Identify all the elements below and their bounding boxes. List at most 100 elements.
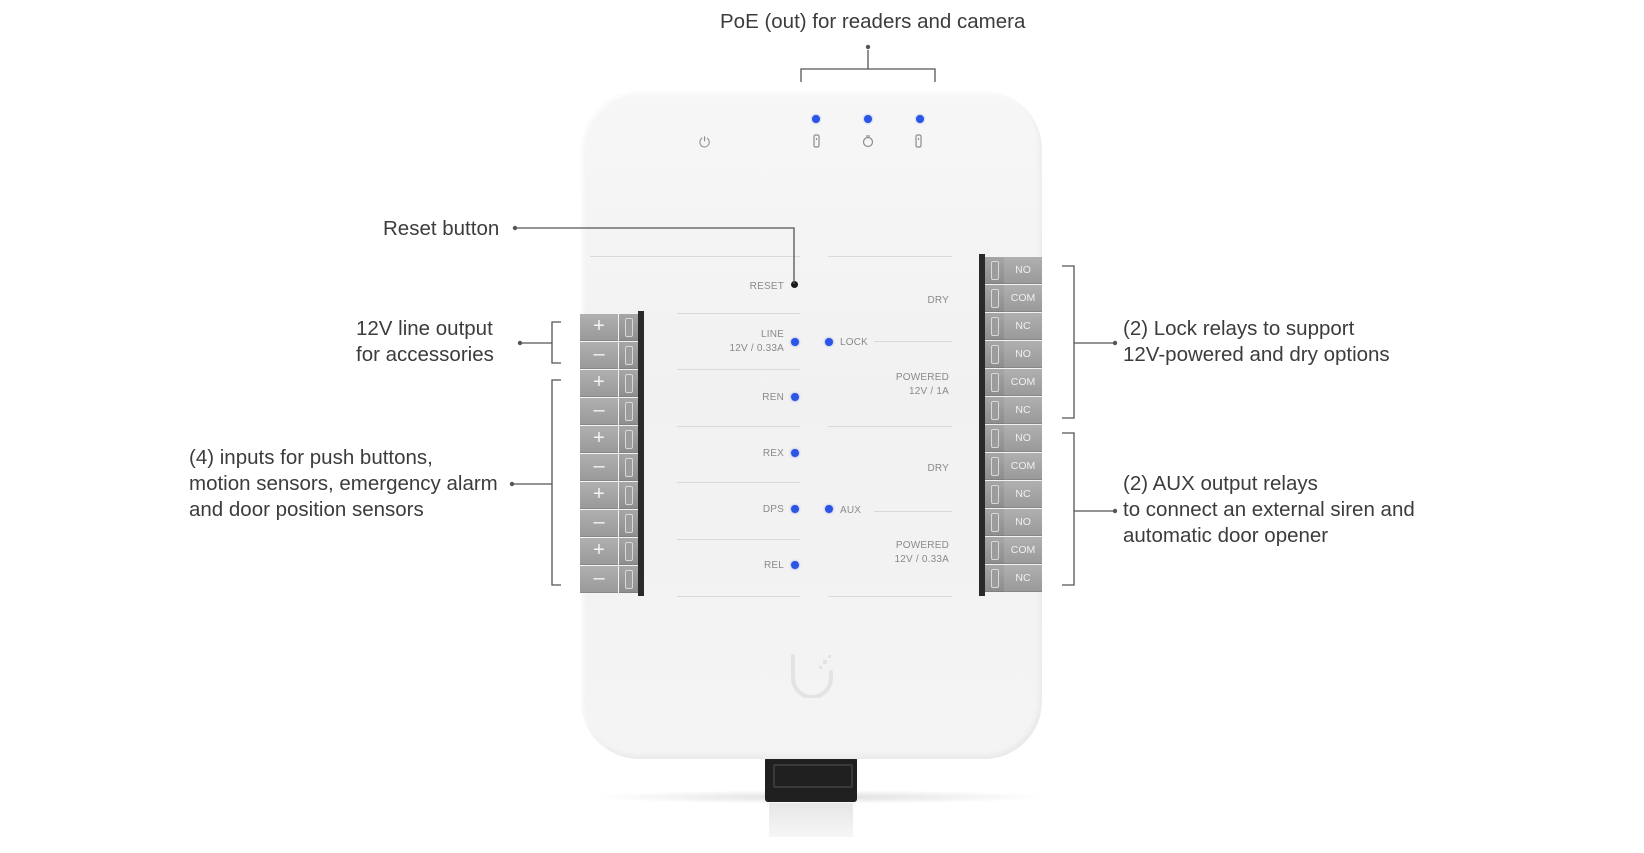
line-label: LINE <box>760 329 784 340</box>
terminal-screw-slot <box>619 314 638 341</box>
rel-led <box>791 561 799 569</box>
inputs-line-1: (4) inputs for push buttons, <box>189 446 433 469</box>
relay-terminal-label: NC <box>1004 397 1042 424</box>
input-terminal-polarity: – <box>580 342 618 369</box>
power-icon: ⏻ <box>699 134 711 150</box>
rex-label: REX <box>762 448 784 459</box>
input-terminal: + <box>580 538 638 565</box>
inputs-bracket <box>551 379 561 586</box>
relay-terminal: NO <box>985 425 1043 452</box>
access-hub-device <box>581 91 1042 759</box>
terminal-screw-slot <box>985 481 1004 508</box>
terminal-screw-slot <box>619 482 638 509</box>
relay-terminal-label: COM <box>1004 369 1042 396</box>
relay-terminal-label: NO <box>1004 257 1042 284</box>
terminal-screw-slot <box>619 454 638 481</box>
right-terminal-backing <box>979 254 985 596</box>
relay-terminal-label: COM <box>1004 285 1042 312</box>
reader-icon <box>915 134 922 148</box>
lock-relays-callout: (2) Lock relays to support 12V-powered a… <box>1123 316 1390 368</box>
input-terminal-polarity: – <box>580 510 618 537</box>
dps-led <box>791 505 799 513</box>
relay-terminal-label: COM <box>1004 453 1042 480</box>
relay-terminal: COM <box>985 285 1043 312</box>
input-terminal: + <box>580 426 638 453</box>
reset-button[interactable] <box>791 281 798 288</box>
powered-spec-lock: 12V / 1A <box>909 386 949 397</box>
terminal-screw-slot <box>985 341 1004 368</box>
dry-label-lock: DRY <box>927 295 949 306</box>
relay-terminal: NC <box>985 565 1043 592</box>
poe-led-1 <box>812 115 820 123</box>
terminal-screw-slot <box>619 510 638 537</box>
separator <box>828 256 952 257</box>
powered-label-lock: POWERED <box>895 372 949 383</box>
ren-led <box>791 393 799 401</box>
aux-relays-line-1: (2) AUX output relays <box>1123 472 1318 495</box>
ren-label: REN <box>762 392 784 403</box>
mounting-connector <box>765 758 857 802</box>
input-terminal-polarity: + <box>580 370 618 397</box>
rex-led <box>791 449 799 457</box>
separator <box>874 511 952 512</box>
relay-terminal: NC <box>985 397 1043 424</box>
terminal-screw-slot <box>985 565 1004 592</box>
line-spec-label: 12V / 0.33A <box>729 343 784 354</box>
aux-relays-line-3: automatic door opener <box>1123 524 1329 547</box>
separator <box>677 369 800 370</box>
terminal-screw-slot <box>985 257 1004 284</box>
line-output-callout: 12V line output for accessories <box>356 316 494 368</box>
lock-relays-line-1: (2) Lock relays to support <box>1123 317 1355 340</box>
poe-led-3 <box>916 115 924 123</box>
terminal-screw-slot <box>985 537 1004 564</box>
reset-callout-text: Reset button <box>383 217 500 240</box>
input-terminal-polarity: + <box>580 482 618 509</box>
terminal-screw-slot <box>619 426 638 453</box>
terminal-screw-slot <box>985 369 1004 396</box>
relay-terminal: COM <box>985 369 1043 396</box>
lock-label: LOCK <box>840 337 869 348</box>
line-output-line-2: for accessories <box>356 343 494 366</box>
powered-label-aux: POWERED <box>895 540 949 551</box>
aux-relays-line-2: to connect an external siren and <box>1123 498 1415 521</box>
relay-terminal-label: NC <box>1004 481 1042 508</box>
aux-relays-bracket <box>1062 432 1075 586</box>
separator <box>590 256 800 257</box>
separator <box>677 539 800 540</box>
input-terminal: – <box>580 342 638 369</box>
input-terminal-polarity: – <box>580 398 618 425</box>
line-output-bracket <box>551 321 561 364</box>
input-terminal-polarity: + <box>580 538 618 565</box>
input-terminal-polarity: + <box>580 426 618 453</box>
separator <box>828 596 952 597</box>
relay-terminal-label: NC <box>1004 313 1042 340</box>
rel-label: REL <box>763 560 784 571</box>
powered-spec-aux: 12V / 0.33A <box>894 554 949 565</box>
relay-terminal: COM <box>985 537 1043 564</box>
reader-icon <box>813 134 820 148</box>
poe-led-2 <box>864 115 872 123</box>
relay-terminal: NC <box>985 313 1043 340</box>
terminal-screw-slot <box>985 313 1004 340</box>
relay-terminal: NO <box>985 257 1043 284</box>
connector-base <box>769 803 853 837</box>
aux-label: AUX <box>840 505 862 516</box>
relay-terminal: COM <box>985 453 1043 480</box>
separator <box>677 426 800 427</box>
separator <box>677 313 800 314</box>
input-terminal: + <box>580 482 638 509</box>
input-terminal: – <box>580 566 638 593</box>
input-terminal: + <box>580 314 638 341</box>
terminal-screw-slot <box>985 453 1004 480</box>
terminal-screw-slot <box>619 370 638 397</box>
poe-callout: PoE (out) for readers and camera <box>720 9 1025 35</box>
input-terminal: + <box>580 370 638 397</box>
terminal-screw-slot <box>619 342 638 369</box>
terminal-screw-slot <box>619 538 638 565</box>
inputs-line-2: motion sensors, emergency alarm <box>189 472 498 495</box>
relay-terminal: NO <box>985 341 1043 368</box>
aux-relays-callout: (2) AUX output relays to connect an exte… <box>1123 471 1415 549</box>
relay-terminal: NC <box>985 481 1043 508</box>
terminal-screw-slot <box>985 285 1004 312</box>
